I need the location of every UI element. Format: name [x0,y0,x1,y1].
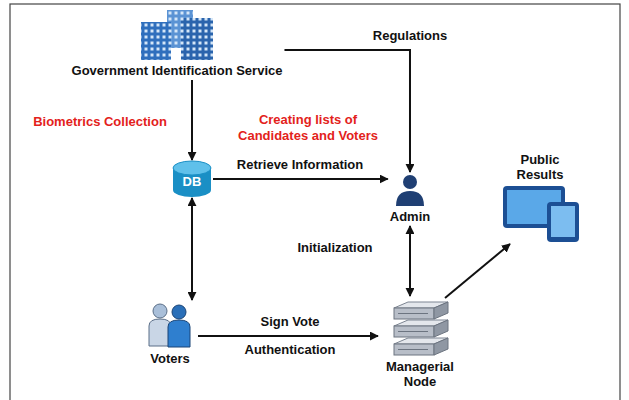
server-slot [398,313,428,314]
building [181,18,213,60]
person-head [403,175,417,189]
server-slab-side [434,320,448,337]
spacer [72,60,283,63]
admin-node-icon [393,174,427,206]
tablet-frame [547,202,579,242]
edge-label: Initialization [295,240,374,256]
building-windows [181,18,213,60]
node-label: Government Identification Service [72,63,283,78]
admin-node: Admin [388,172,432,226]
server-slab-front [394,326,434,337]
voter-head [153,304,167,318]
connector-arrow [198,335,378,337]
server-slot [398,331,428,332]
government-service-icon [137,10,217,60]
frame-border [10,4,620,400]
voter-head [172,305,186,319]
building [141,22,171,60]
tablet-screen [551,206,575,237]
voters-node-icon [144,302,196,348]
server-slot [398,349,428,350]
spacer [497,182,583,186]
node-label: Public Results [505,152,575,182]
spacer [144,348,196,351]
database-cylinder: DB [171,160,213,198]
node-label: Managerial Node [380,359,460,389]
voters-node: Voters [142,300,198,368]
server-slab-side [434,302,448,319]
connector-arrow [445,244,510,298]
person-body [396,191,424,206]
connector-arrow [191,198,193,300]
connector-arrow [213,178,388,180]
note-label: Authentication [243,342,338,358]
public-results-icon [497,186,583,242]
connector-arrow [409,226,411,296]
node-label: Voters [144,351,196,366]
edge-label: Regulations [371,28,449,44]
edge-label: Sign Vote [259,314,322,330]
managerial-node: Managerial Node [378,296,462,391]
voter-body [168,320,190,347]
connector-arrow [284,50,410,172]
managerial-node-icon [390,298,450,356]
edge-label: Retrieve Information [235,157,365,173]
node-label: DB [171,160,213,204]
spacer [380,356,460,359]
node-label: Admin [390,209,430,224]
server-slab-front [394,344,434,355]
public-results: Public Results [495,150,585,244]
database-top [173,161,211,175]
building-windows [141,22,171,60]
connector-arrow [191,80,193,160]
government-service: Government Identification Service [70,8,285,80]
server-slab-side [434,338,448,355]
spacer [390,206,430,209]
note-label: Creating lists of Candidates and Voters [221,112,395,144]
edge-label: Biometrics Collection [31,114,169,130]
server-slab-front [394,308,434,319]
